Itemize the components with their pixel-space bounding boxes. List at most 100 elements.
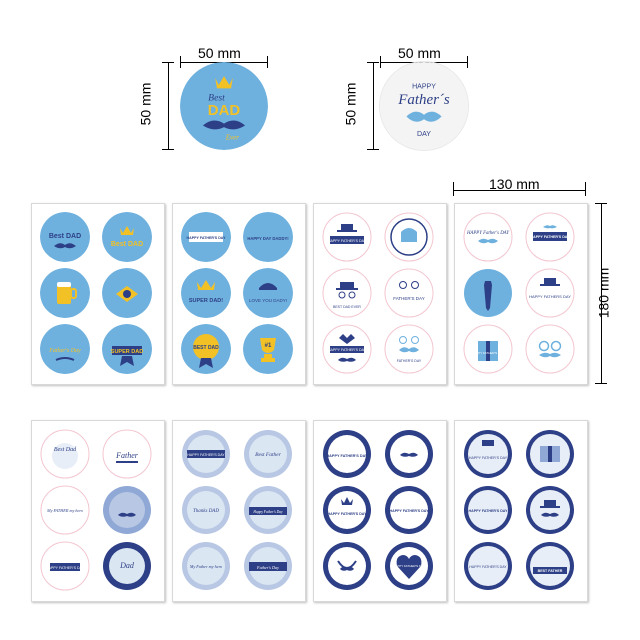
sticker xyxy=(384,212,434,262)
sticker: HAPPY FATHER'S DAY xyxy=(384,485,434,535)
sticker-happy-fathers-day-large: HAPPY Father´s DAY xyxy=(380,62,468,150)
sticker xyxy=(463,268,513,318)
big-right-line3: DAY xyxy=(417,131,431,138)
sticker-sheet-3: HAPPY FATHER'S DAY BEST DAD EVER FATHER'… xyxy=(313,203,447,385)
sticker: Thanks DAD xyxy=(181,485,231,535)
sticker-sheet-6: HAPPY FATHER'S DAY Best Father Thanks DA… xyxy=(172,420,306,602)
sticker-sheet-2: HAPPY FATHER'S DAY HAPPY DAY DADDY! SUPE… xyxy=(172,203,306,385)
svg-text:HAPPY FATHER'S DAY: HAPPY FATHER'S DAY xyxy=(472,351,504,355)
svg-text:HAPPY FATHER'S DAY: HAPPY FATHER'S DAY xyxy=(328,348,367,352)
sticker: FATHER'S DAY xyxy=(384,268,434,318)
svg-text:HAPPY FATHER'S DAY: HAPPY FATHER'S DAY xyxy=(187,453,225,457)
svg-text:HAPPY FATHER'S DAY: HAPPY FATHER'S DAY xyxy=(328,239,367,243)
sticker: HAPPY FATHER'S DAY xyxy=(525,212,575,262)
svg-text:HAPPY FATHER'S DAY: HAPPY FATHER'S DAY xyxy=(328,512,368,516)
sticker: FATHER'S DAY xyxy=(384,324,434,374)
svg-text:HAPPY Father's DAY: HAPPY Father's DAY xyxy=(466,231,510,236)
big-left-line3: Ever xyxy=(225,133,240,141)
svg-text:Best DAD: Best DAD xyxy=(49,233,81,240)
sticker-sheet-7: HAPPY FATHER'S DAY HAPPY FATHER'S DAY HA… xyxy=(313,420,447,602)
sticker xyxy=(102,268,152,318)
dim-tick xyxy=(595,383,607,384)
sticker: Best Dad xyxy=(40,429,90,479)
svg-text:Best DAD: Best DAD xyxy=(111,241,143,248)
top-left-width-label: 50 mm xyxy=(198,45,241,61)
svg-text:SUPER DAD: SUPER DAD xyxy=(111,349,143,355)
dim-tick xyxy=(180,56,181,68)
sticker: HAPPY FATHER'S DAY xyxy=(463,324,513,374)
dim-tick xyxy=(453,182,454,196)
sticker-best-dad-large: Best DAD Ever xyxy=(180,62,268,150)
big-left-line1: Best xyxy=(208,93,225,104)
svg-text:HAPPY DAY DADDY!: HAPPY DAY DADDY! xyxy=(247,236,288,241)
svg-text:HAPPY FATHER'S DAY: HAPPY FATHER'S DAY xyxy=(469,509,509,513)
sticker: HAPPY FATHER'S DAY xyxy=(463,541,513,591)
svg-text:HAPPY FATHER'S DAY: HAPPY FATHER'S DAY xyxy=(46,566,85,570)
svg-text:Best Dad: Best Dad xyxy=(54,447,77,453)
sticker xyxy=(384,429,434,479)
svg-text:BEST DAD EVER: BEST DAD EVER xyxy=(333,305,361,309)
dim-tick xyxy=(367,62,379,63)
sticker-sheet-5: Best Dad Father My FATHER my hero HAPPY … xyxy=(31,420,165,602)
sticker: My FATHER my hero xyxy=(40,485,90,535)
svg-text:BEST DAD: BEST DAD xyxy=(193,345,219,351)
sticker: HAPPY FATHER'S DAY xyxy=(40,541,90,591)
sticker: SUPER DAD xyxy=(102,324,152,374)
top-left-height-label: 50 mm xyxy=(137,82,154,126)
sticker: Best Father xyxy=(243,429,293,479)
sheet-width-label: 130 mm xyxy=(489,176,540,192)
big-right-line2: Father´s xyxy=(397,92,450,108)
svg-text:HAPPY FATHER'S DAY: HAPPY FATHER'S DAY xyxy=(469,456,508,460)
dim-line-top-right-height xyxy=(373,62,374,150)
svg-text:BEST FATHER: BEST FATHER xyxy=(538,569,563,573)
svg-text:Happy Father's Day: Happy Father's Day xyxy=(252,510,283,514)
dim-tick xyxy=(380,56,381,68)
dim-tick xyxy=(162,62,174,63)
sticker: Father's Day xyxy=(243,541,293,591)
sticker: Best DAD xyxy=(40,212,90,262)
sticker: HAPPY FATHER'S DAY xyxy=(322,212,372,262)
big-left-line2: DAD xyxy=(208,102,241,119)
svg-text:HAPPY FATHER'S DAY: HAPPY FATHER'S DAY xyxy=(187,236,227,240)
svg-text:Father's Day: Father's Day xyxy=(256,565,279,570)
svg-text:HAPPY FATHER'S DAY: HAPPY FATHER'S DAY xyxy=(390,509,430,513)
dim-tick xyxy=(585,182,586,196)
svg-text:HAPPY FATHERS DAY: HAPPY FATHERS DAY xyxy=(529,294,571,299)
sticker: BEST FATHER xyxy=(525,541,575,591)
sticker: HAPPY FATHER'S DAY xyxy=(463,485,513,535)
svg-text:My Father my hero: My Father my hero xyxy=(189,564,222,569)
sticker: HAPPY FATHERS DAY xyxy=(525,268,575,318)
sticker xyxy=(525,485,575,535)
sticker: Best DAD xyxy=(102,212,152,262)
dim-tick xyxy=(367,149,379,150)
sticker: HAPPY FATHER'S DAY xyxy=(463,429,513,479)
sticker-sheet-1: Best DAD Best DAD Father's Day SUPER DAD xyxy=(31,203,165,385)
big-right-line1: HAPPY xyxy=(412,83,436,90)
sticker: BEST DAD xyxy=(181,324,231,374)
svg-text:My FATHER my hero: My FATHER my hero xyxy=(46,508,83,513)
svg-text:HAPPY FATHER'S DAY: HAPPY FATHER'S DAY xyxy=(469,565,507,569)
svg-text:Dad: Dad xyxy=(119,561,135,570)
dim-tick xyxy=(162,149,174,150)
top-right-height-label: 50 mm xyxy=(342,82,359,126)
sticker: HAPPY FATHER'S DAY xyxy=(322,429,372,479)
sticker xyxy=(40,268,90,318)
svg-text:FATHER'S DAY: FATHER'S DAY xyxy=(397,359,422,363)
svg-text:Father's Day: Father's Day xyxy=(48,348,81,354)
svg-text:FATHER'S DAY: FATHER'S DAY xyxy=(393,296,424,301)
sticker xyxy=(525,324,575,374)
sticker: HAPPY DAY DADDY! xyxy=(243,212,293,262)
dim-tick xyxy=(467,56,468,68)
svg-text:SUPER DAD!: SUPER DAD! xyxy=(189,298,223,304)
svg-text:Best Father: Best Father xyxy=(255,452,282,458)
sticker: SUPER DAD! xyxy=(181,268,231,318)
sheet-height-label: 180 mm xyxy=(595,267,612,319)
svg-text:#1: #1 xyxy=(265,343,272,349)
dim-line-sheet-height xyxy=(601,203,602,384)
svg-text:LOVE YOU DADY!: LOVE YOU DADY! xyxy=(249,298,287,303)
dim-line-top-left-height xyxy=(168,62,169,150)
dim-line-sheet-width xyxy=(453,190,586,191)
svg-text:HAPPY FATHER'S DAY: HAPPY FATHER'S DAY xyxy=(531,235,571,239)
sticker-sheet-8: HAPPY FATHER'S DAY HAPPY FATHER'S DAY HA… xyxy=(454,420,588,602)
sticker xyxy=(322,541,372,591)
